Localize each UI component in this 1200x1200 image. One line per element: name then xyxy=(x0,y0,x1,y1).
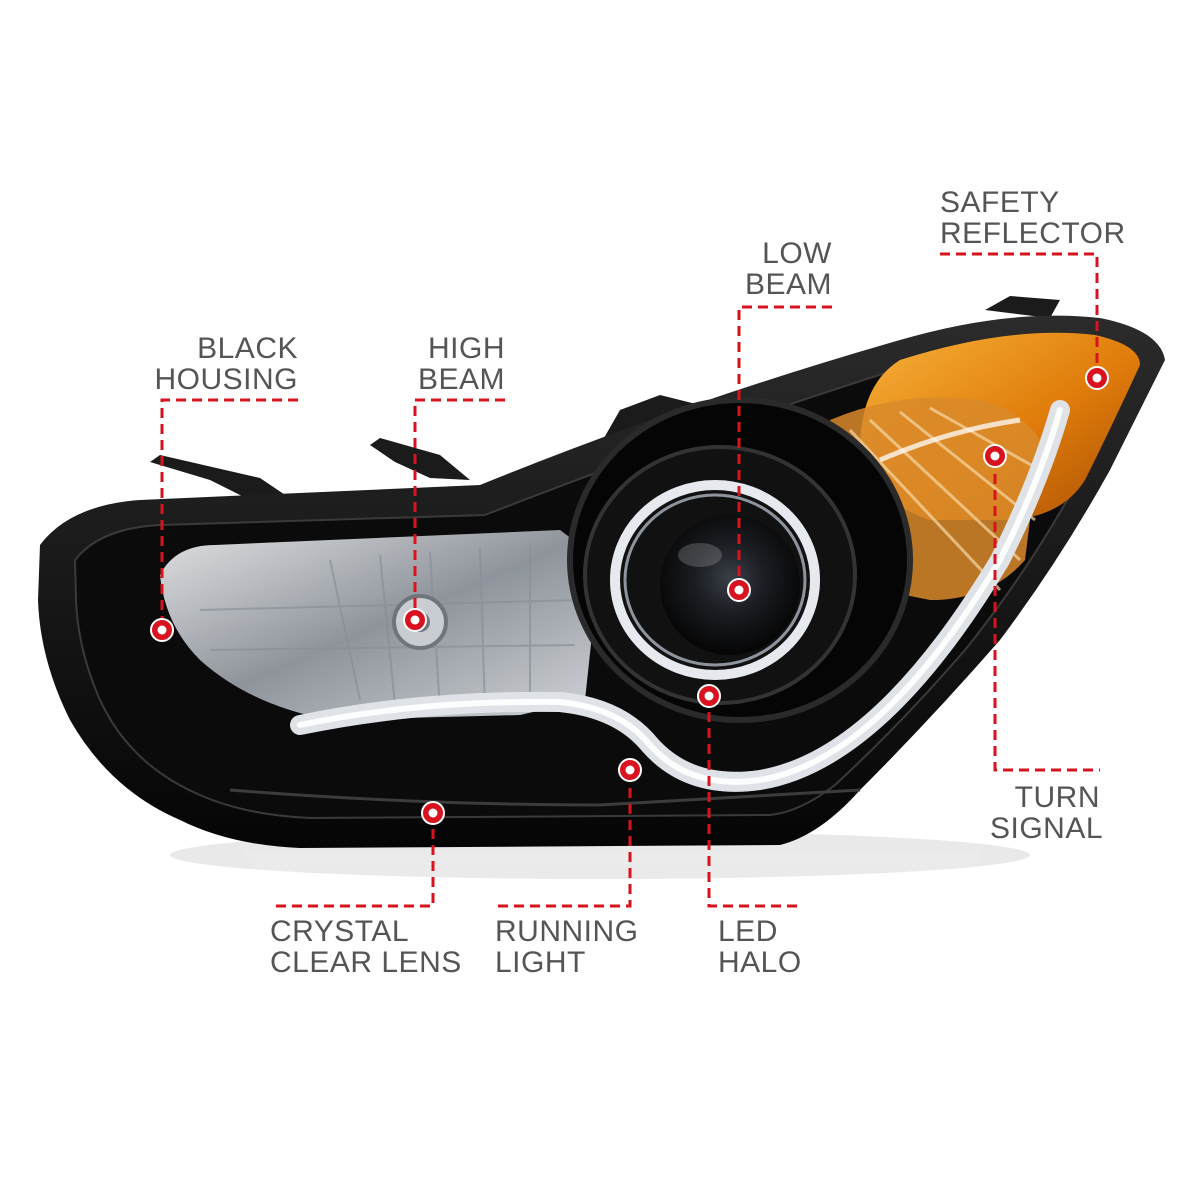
callout-dot-icon xyxy=(727,578,751,602)
label-line: BEAM xyxy=(744,268,832,301)
label-running-light: RUNNING LIGHT xyxy=(495,916,645,978)
mounting-tab xyxy=(985,296,1060,318)
label-line: LED xyxy=(718,915,778,948)
callout-line-led-halo xyxy=(707,696,800,908)
callout-lines xyxy=(160,252,1100,908)
running-light-glow xyxy=(297,407,1063,785)
lens-glare xyxy=(678,543,722,567)
callout-dot-icon xyxy=(697,684,721,708)
label-line: BEAM xyxy=(417,363,505,396)
label-line: RUNNING xyxy=(495,915,639,948)
label-line: HIGH xyxy=(428,332,505,365)
label-line: SIGNAL xyxy=(990,812,1104,845)
callout-line-running-light xyxy=(495,772,632,908)
housing-reflection xyxy=(240,850,980,943)
label-line: HALO xyxy=(718,946,802,979)
label-led-halo: LED HALO xyxy=(718,916,818,978)
callout-dot-icon xyxy=(421,801,445,825)
label-crystal-clear-lens: CRYSTAL CLEAR LENS xyxy=(270,915,462,979)
turn-signal-ribs xyxy=(848,406,1041,592)
callout-dot-icon xyxy=(1085,366,1109,390)
chrome-accent-strip xyxy=(879,417,1021,463)
label-line: LIGHT xyxy=(495,946,586,979)
label-line: REFLECTOR xyxy=(940,217,1126,250)
callout-line-safety-reflector xyxy=(940,252,1099,378)
callout-line-black-housing xyxy=(160,398,298,630)
callout-dot-icon xyxy=(983,444,1007,468)
label-line: HOUSING xyxy=(154,363,298,396)
callout-dots xyxy=(150,366,1109,825)
lens-lower-edge xyxy=(229,788,861,807)
label-line: BLACK xyxy=(197,332,298,365)
label-line: CLEAR LENS xyxy=(270,946,462,979)
mounting-tab xyxy=(370,438,470,480)
callout-line-high-beam xyxy=(413,398,505,620)
callout-dot-icon xyxy=(618,758,642,782)
callout-line-crystal-clear-lens xyxy=(270,813,435,908)
high-beam-reflector xyxy=(160,530,600,720)
callout-line-turn-signal xyxy=(993,458,1100,772)
callout-dot-icon xyxy=(150,618,174,642)
label-line: SAFETY xyxy=(940,186,1060,219)
label-low-beam: LOW BEAM xyxy=(712,238,832,300)
callout-dot-icon xyxy=(403,608,427,632)
led-halo-ring xyxy=(610,480,820,680)
label-turn-signal: TURN SIGNAL xyxy=(990,781,1104,845)
label-line: CRYSTAL xyxy=(270,915,410,948)
led-halo-inner xyxy=(623,493,807,667)
label-line: TURN xyxy=(1014,781,1100,814)
label-black-housing: BLACK HOUSING xyxy=(150,333,298,395)
label-high-beam: HIGH BEAM xyxy=(385,333,505,395)
callout-line-low-beam xyxy=(737,305,832,590)
label-safety-reflector: SAFETY REFLECTOR xyxy=(940,187,1140,249)
label-line: LOW xyxy=(762,237,832,270)
